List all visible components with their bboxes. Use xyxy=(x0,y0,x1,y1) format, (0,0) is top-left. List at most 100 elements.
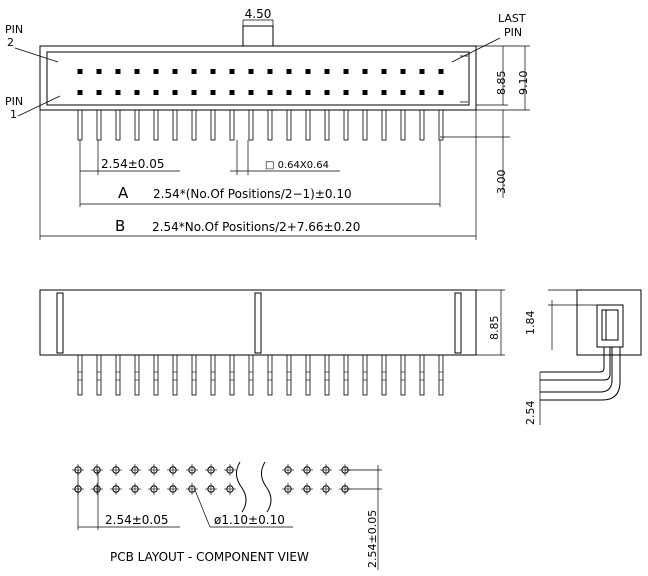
pin-tail xyxy=(419,109,425,141)
dim-b-letter: B xyxy=(115,217,125,235)
pin-dot-bottom xyxy=(210,90,216,95)
pin-dot-top xyxy=(210,69,216,74)
dim-a-formula: 2.54*(No.Of Positions/2−1)±0.10 xyxy=(153,187,352,201)
front-rib-center xyxy=(254,292,262,354)
front-pin-tail xyxy=(77,354,83,396)
front-pin-tail xyxy=(343,354,349,396)
front-body xyxy=(39,289,477,356)
pin-dot-bottom xyxy=(438,90,444,95)
pin-dot-top xyxy=(381,69,387,74)
pin-dot-top xyxy=(96,69,102,74)
side-pin-outer xyxy=(540,347,613,393)
pin-tail xyxy=(438,109,444,141)
front-pin-tail xyxy=(438,354,444,396)
pin-dot-top xyxy=(115,69,121,74)
side-pin-slot-inner xyxy=(601,309,619,341)
pin-tail xyxy=(305,109,311,141)
pin-dot-bottom xyxy=(381,90,387,95)
front-pin-tail xyxy=(362,354,368,396)
pin-tail xyxy=(267,109,273,141)
pin-dot-bottom xyxy=(229,90,235,95)
side-pin-inner2 xyxy=(540,347,611,381)
front-pin-tails xyxy=(77,354,444,396)
front-pin-tail xyxy=(153,354,159,396)
pin-dot-bottom xyxy=(248,90,254,95)
pin-dot-top xyxy=(229,69,235,74)
pin-dot-bottom xyxy=(153,90,159,95)
pin-tail xyxy=(96,109,102,141)
pin-dot-bottom xyxy=(267,90,273,95)
side-bottom-label: 2.54 xyxy=(524,401,537,426)
pin-dot-bottom xyxy=(400,90,406,95)
pin-grid xyxy=(77,69,444,95)
pcb-caption: PCB LAYOUT - COMPONENT VIEW xyxy=(110,550,309,564)
pin-dot-top xyxy=(134,69,140,74)
pin-dot-top xyxy=(153,69,159,74)
front-pin-tail xyxy=(134,354,140,396)
front-pin-tail xyxy=(172,354,178,396)
pin-tail xyxy=(286,109,292,141)
pin-dot-bottom xyxy=(172,90,178,95)
pin-dot-top xyxy=(400,69,406,74)
pin-dot-bottom xyxy=(191,90,197,95)
front-pin-tail xyxy=(191,354,197,396)
break-mark-left xyxy=(236,461,247,513)
key-width-label: 4.50 xyxy=(245,7,272,21)
pin-dot-bottom xyxy=(134,90,140,95)
pin-tail xyxy=(362,109,368,141)
dim-b-formula: 2.54*No.Of Positions/2+7.66±0.20 xyxy=(152,220,360,234)
pin-tail xyxy=(210,109,216,141)
pin-tail xyxy=(248,109,254,141)
pin1-label-line2: 1 xyxy=(10,108,17,121)
pin-dot-bottom xyxy=(305,90,311,95)
front-pin-tail xyxy=(305,354,311,396)
pin-dot-bottom xyxy=(96,90,102,95)
row-pitch-label: 2.54±0.05 xyxy=(366,510,379,568)
pin-tail xyxy=(115,109,121,141)
outer-height-label: 9.10 xyxy=(517,71,530,96)
side-view: 1.84 2.54 xyxy=(524,289,642,426)
front-pin-tail xyxy=(324,354,330,396)
side-pin-inner xyxy=(540,347,605,373)
header-body-outer xyxy=(39,45,477,111)
tail-length-label: 3.00 xyxy=(495,170,508,195)
side-pin-outer2 xyxy=(540,347,621,401)
pin-tail xyxy=(324,109,330,141)
pin-size-label: □ 0.64X0.64 xyxy=(265,160,329,171)
top-view: 4.50 PIN 2 PIN 1 LAST PIN 8.85 9.10 3.00 xyxy=(5,7,530,240)
pin-tail xyxy=(153,109,159,141)
side-body xyxy=(576,289,642,356)
pin-tail xyxy=(400,109,406,141)
pin-dot-top xyxy=(343,69,349,74)
inner-height-label: 8.85 xyxy=(495,71,508,96)
last-pin-label-line2: PIN xyxy=(504,26,522,39)
pin-dot-top xyxy=(419,69,425,74)
hole-leader xyxy=(194,489,211,528)
pin-tail xyxy=(77,109,83,141)
pcb-hole-grid xyxy=(72,464,351,495)
pin-dot-bottom xyxy=(419,90,425,95)
pin-tail xyxy=(172,109,178,141)
pitch-label: 2.54±0.05 xyxy=(101,157,165,171)
body-notch xyxy=(460,55,468,103)
pin2-label-line1: PIN xyxy=(5,23,23,36)
front-pin-tail xyxy=(267,354,273,396)
pin-dot-top xyxy=(305,69,311,74)
pin-dot-top xyxy=(286,69,292,74)
break-mark-right xyxy=(261,461,272,513)
front-pin-tail xyxy=(115,354,121,396)
last-pin-leader xyxy=(451,37,501,63)
front-height-label: 8.85 xyxy=(488,316,501,341)
pin2-label-line2: 2 xyxy=(7,36,14,49)
pin-dot-top xyxy=(438,69,444,74)
pin-dot-top xyxy=(362,69,368,74)
pin-dot-top xyxy=(191,69,197,74)
polarization-key xyxy=(242,25,274,47)
pin-tails xyxy=(77,109,444,141)
side-pin-slot xyxy=(596,304,624,348)
pin-dot-top xyxy=(77,69,83,74)
front-pin-tail xyxy=(419,354,425,396)
pin-dot-bottom xyxy=(286,90,292,95)
